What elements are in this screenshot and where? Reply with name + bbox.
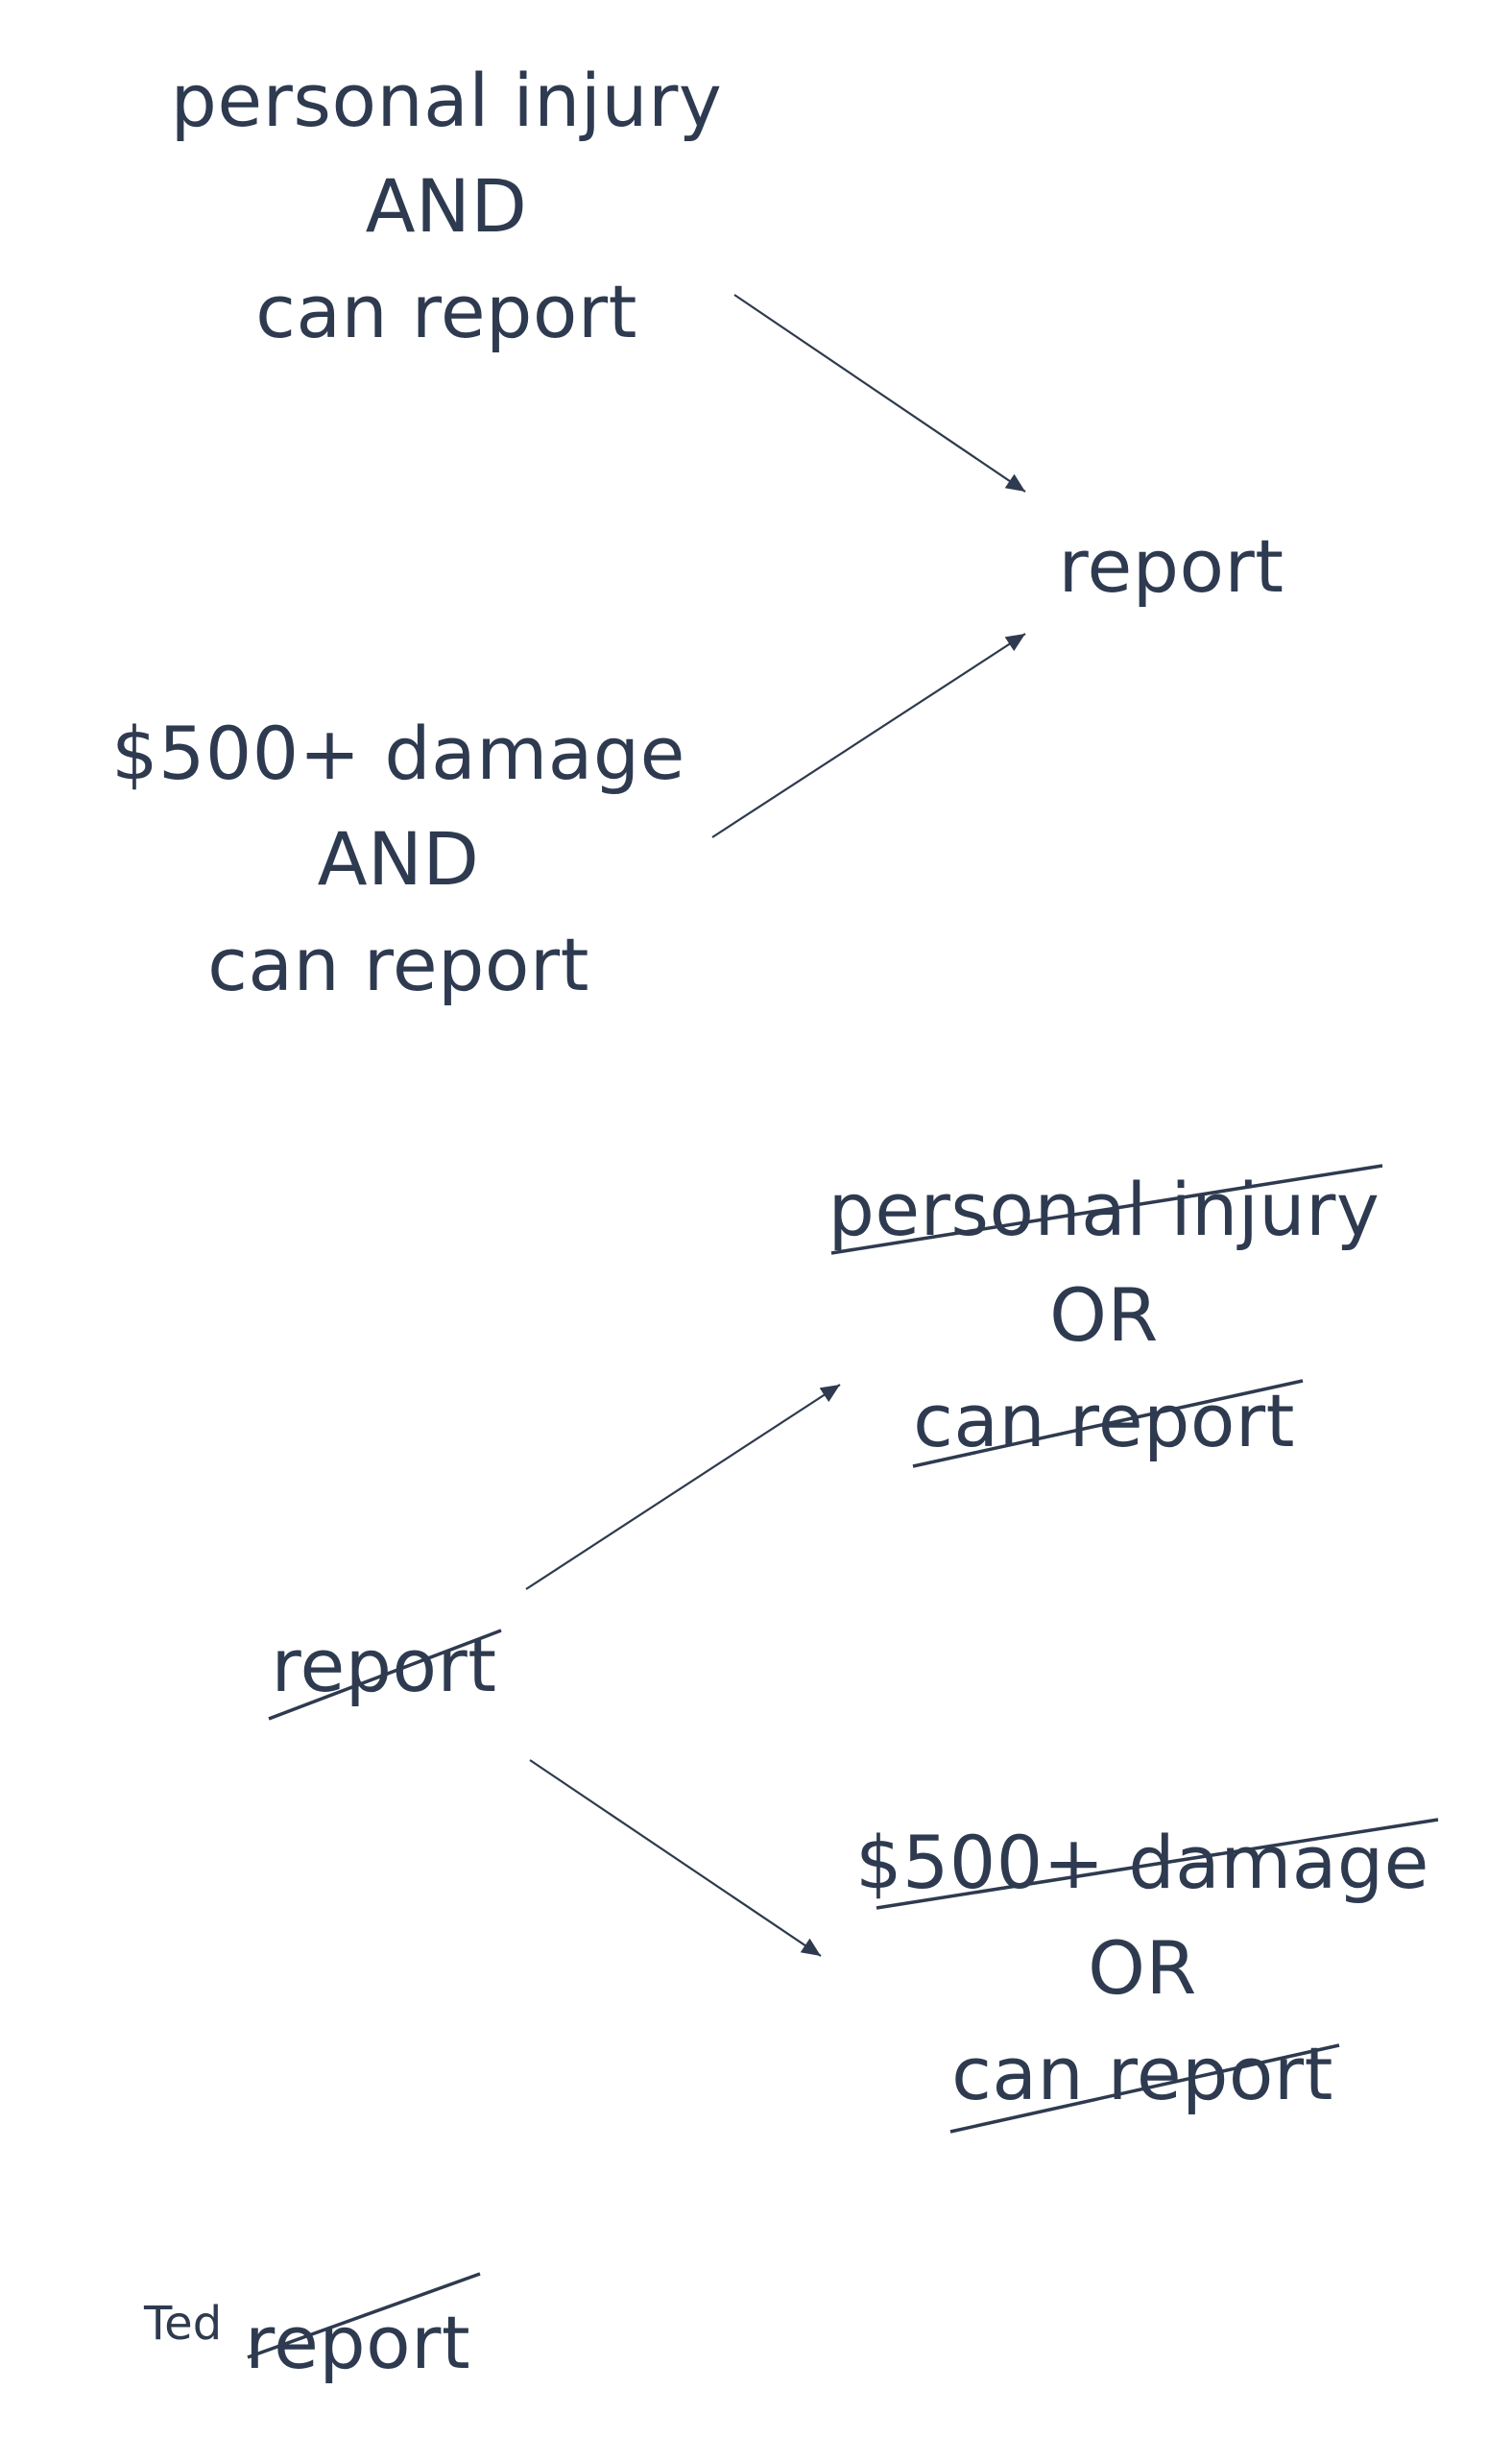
node-not-personal-injury-or-not-can-report: personal injury OR can report: [806, 1157, 1402, 1474]
node-not-report-label: report: [271, 1623, 497, 1708]
node-line-3-struck: can report: [913, 1378, 1295, 1463]
footer-label: Ted: [144, 2297, 223, 2351]
node-line-1-struck: $500+ damage: [855, 1820, 1429, 1905]
node-line-1: personal injury: [170, 58, 723, 143]
node-not-damage-or-not-can-report: $500+ damage OR can report: [845, 1810, 1440, 2127]
node-line-1-struck: personal injury: [828, 1167, 1380, 1252]
node-line-2: AND: [317, 816, 480, 902]
node-line-2: AND: [365, 163, 528, 249]
footer-report: report: [245, 2290, 485, 2396]
node-line-1: $500+ damage: [111, 711, 685, 796]
node-line-3-struck: can report: [951, 2031, 1333, 2116]
arrow-top-to-report: [733, 294, 1026, 493]
node-not-report: report: [250, 1613, 518, 1719]
node-personal-injury-and-can-report: personal injury AND can report: [154, 48, 739, 365]
node-report: report: [1037, 514, 1306, 619]
node-line-3: can report: [207, 922, 589, 1007]
footer-report-label: report: [245, 2300, 471, 2385]
arrow-not-report-to-upper: [525, 1384, 841, 1590]
node-line-3: can report: [255, 269, 637, 354]
node-line-2: OR: [1049, 1272, 1159, 1358]
arrow-middle-to-report: [711, 633, 1026, 838]
node-damage-and-can-report: $500+ damage AND can report: [106, 701, 691, 1018]
arrow-not-report-to-lower: [529, 1759, 822, 1957]
node-report-label: report: [1058, 523, 1284, 609]
node-line-2: OR: [1088, 1925, 1197, 2011]
